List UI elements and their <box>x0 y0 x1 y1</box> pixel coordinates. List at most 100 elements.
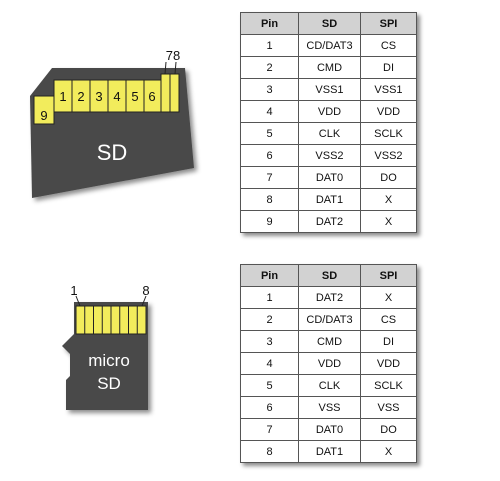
table-row: 2 CMD DI <box>240 56 417 79</box>
micro-sd-card-diagram: 1 8 micro SD <box>62 283 150 410</box>
sd-pin-7 <box>160 73 171 113</box>
pin-cell: 3 <box>240 330 299 353</box>
sd-cell: DAT1 <box>298 188 361 211</box>
table-row: 3 CMD DI <box>240 330 417 353</box>
table-row: 7 DAT0 DO <box>240 166 417 189</box>
spi-cell: VSS1 <box>360 78 417 101</box>
sd-pin-8 <box>169 73 180 113</box>
spi-cell: SCLK <box>360 374 417 397</box>
sd-cell: CMD <box>298 56 361 79</box>
micro-sd-pin-label-8: 8 <box>142 283 149 298</box>
pin-cell: 4 <box>240 100 299 123</box>
sd-cell: VSS2 <box>298 144 361 167</box>
table-row: 7 DAT0 DO <box>240 418 417 441</box>
micro-sd-pin-1-leader <box>75 295 81 307</box>
pin-cell: 7 <box>240 418 299 441</box>
table-row: 8 DAT1 X <box>240 188 417 211</box>
spi-cell: DI <box>360 330 417 353</box>
sd-card-label: SD <box>97 140 128 165</box>
micro-sd-pin-label-1: 1 <box>70 283 77 298</box>
header-pin: Pin <box>240 264 299 287</box>
table-row: 9 DAT2 X <box>240 210 417 233</box>
sd-pin-label-2: 2 <box>77 89 84 104</box>
table-row: 3 VSS1 VSS1 <box>240 78 417 101</box>
table-row: 4 VDD VDD <box>240 352 417 375</box>
spi-cell: VSS <box>360 396 417 419</box>
pin-cell: 8 <box>240 440 299 463</box>
pin-cell: 8 <box>240 188 299 211</box>
table-row: 1 CD/DAT3 CS <box>240 34 417 57</box>
spi-cell: X <box>360 286 417 309</box>
spi-cell: VDD <box>360 352 417 375</box>
header-spi: SPI <box>360 12 417 35</box>
sd-cell: VDD <box>298 100 361 123</box>
sd-cell: CMD <box>298 330 361 353</box>
sd-pin-dividers <box>71 80 145 112</box>
micro-sd-card-label-line1: micro <box>88 351 130 370</box>
sd-cell: CD/DAT3 <box>298 308 361 331</box>
spi-cell: DO <box>360 166 417 189</box>
spi-cell: SCLK <box>360 122 417 145</box>
sd-cell: DAT0 <box>298 166 361 189</box>
pin-cell: 1 <box>240 286 299 309</box>
pin-cell: 2 <box>240 56 299 79</box>
header-pin: Pin <box>240 12 299 35</box>
sd-cell: DAT0 <box>298 418 361 441</box>
pin-cell: 5 <box>240 374 299 397</box>
spi-cell: DI <box>360 56 417 79</box>
sd-cell: VSS1 <box>298 78 361 101</box>
spi-cell: X <box>360 188 417 211</box>
pin-cell: 7 <box>240 166 299 189</box>
header-sd: SD <box>298 12 361 35</box>
table-header-row: Pin SD SPI <box>240 12 417 35</box>
micro-sd-pin-8-leader <box>141 295 147 307</box>
spi-cell: VSS2 <box>360 144 417 167</box>
spi-cell: CS <box>360 308 417 331</box>
sd-cell: VSS <box>298 396 361 419</box>
table-row: 4 VDD VDD <box>240 100 417 123</box>
table-row: 1 DAT2 X <box>240 286 417 309</box>
sd-pin-7-leader <box>164 61 167 75</box>
header-spi: SPI <box>360 264 417 287</box>
table-row: 5 CLK SCLK <box>240 122 417 145</box>
table-row: 2 CD/DAT3 CS <box>240 308 417 331</box>
sd-cell: CLK <box>298 374 361 397</box>
pin-cell: 1 <box>240 34 299 57</box>
sd-cell: DAT1 <box>298 440 361 463</box>
micro-sd-card-label-line2: SD <box>97 374 121 393</box>
sd-pin-label-4: 4 <box>113 89 120 104</box>
header-sd: SD <box>298 264 361 287</box>
micro-sd-pin-table: Pin SD SPI 1 DAT2 X 2 CD/DAT3 CS 3 CMD D… <box>240 264 417 463</box>
sd-pin-label-7-8: 78 <box>166 48 180 63</box>
pin-cell: 5 <box>240 122 299 145</box>
spi-cell: VDD <box>360 100 417 123</box>
table-row: 8 DAT1 X <box>240 440 417 463</box>
sd-pin-label-5: 5 <box>131 89 138 104</box>
pin-cell: 6 <box>240 396 299 419</box>
spi-cell: X <box>360 210 417 233</box>
table-row: 6 VSS VSS <box>240 396 417 419</box>
sd-pin-label-1: 1 <box>59 89 66 104</box>
table-header-row: Pin SD SPI <box>240 264 417 287</box>
sd-pin-label-3: 3 <box>95 89 102 104</box>
table-row: 5 CLK SCLK <box>240 374 417 397</box>
pin-cell: 9 <box>240 210 299 233</box>
sd-pin-8-leader <box>174 61 177 75</box>
spi-cell: X <box>360 440 417 463</box>
sd-cell: DAT2 <box>298 210 361 233</box>
micro-sd-pin-dividers <box>84 306 138 334</box>
sd-pin-label-6: 6 <box>148 89 155 104</box>
pin-cell: 4 <box>240 352 299 375</box>
sd-pin-table: Pin SD SPI 1 CD/DAT3 CS 2 CMD DI 3 VSS1 … <box>240 12 417 233</box>
sd-cell: CLK <box>298 122 361 145</box>
pin-cell: 2 <box>240 308 299 331</box>
sd-card-diagram: 9 1 2 3 4 5 6 78 SD <box>30 48 194 198</box>
sd-cell: DAT2 <box>298 286 361 309</box>
sd-cell: VDD <box>298 352 361 375</box>
pin-cell: 6 <box>240 144 299 167</box>
spi-cell: CS <box>360 34 417 57</box>
pin-cell: 3 <box>240 78 299 101</box>
spi-cell: DO <box>360 418 417 441</box>
sd-pin-label-9: 9 <box>40 108 47 123</box>
table-row: 6 VSS2 VSS2 <box>240 144 417 167</box>
